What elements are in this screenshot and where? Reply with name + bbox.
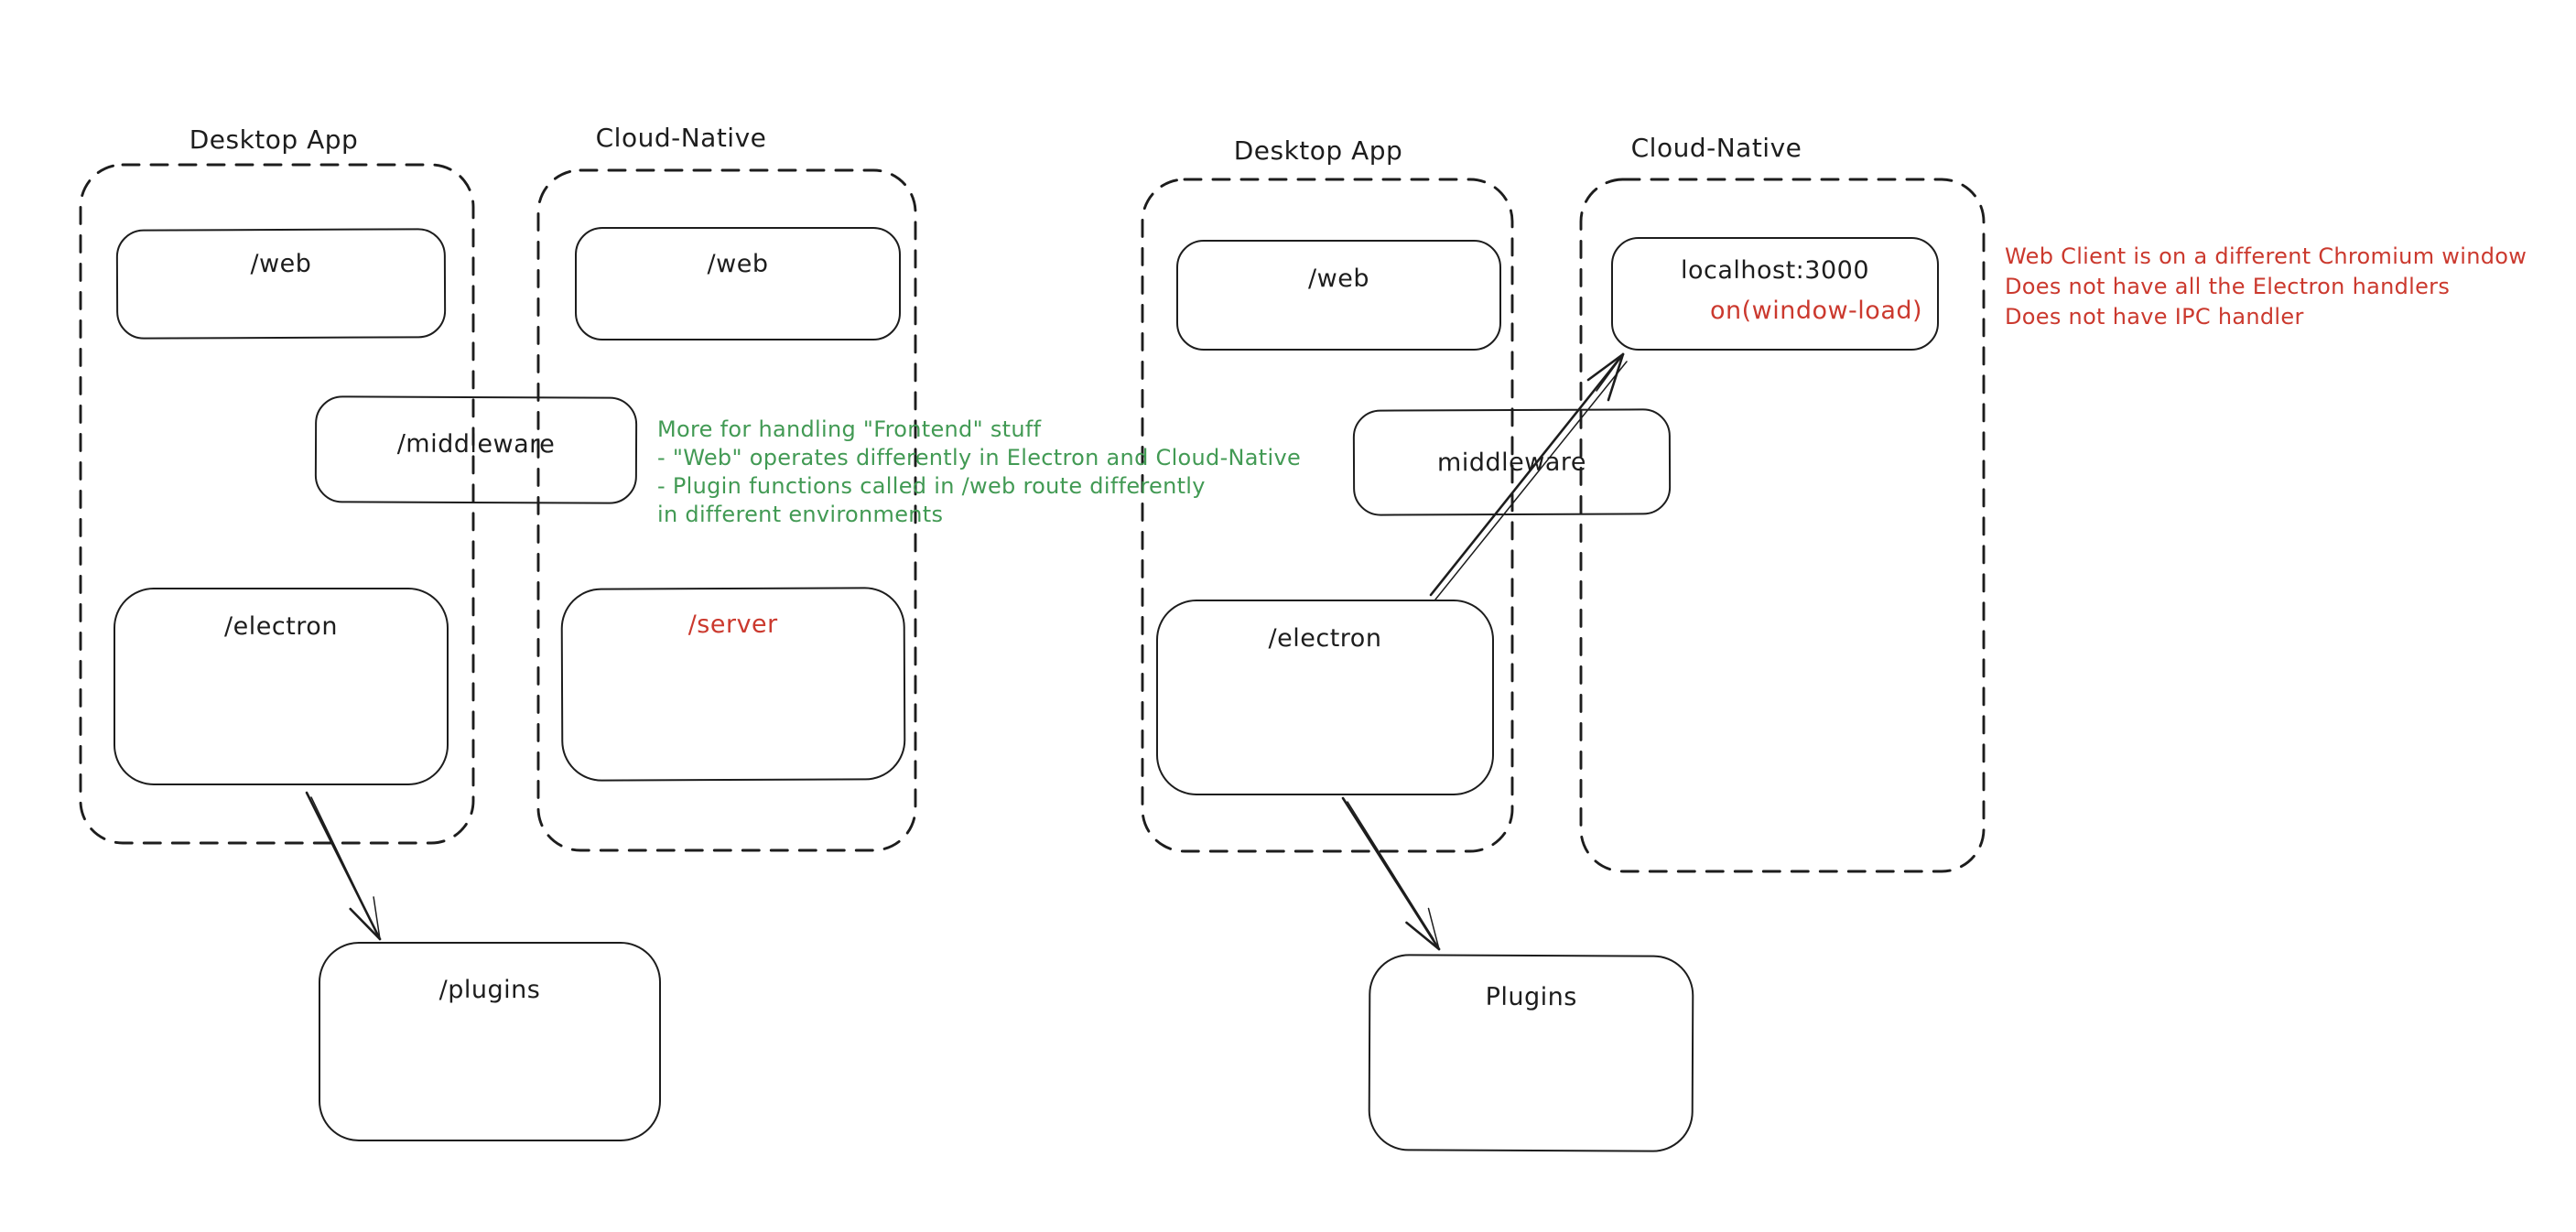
node-label: /web: [707, 250, 769, 278]
container-desktop-app-right: [1141, 178, 1514, 853]
node-middleware-left: /middleware: [314, 395, 638, 504]
node-label: /plugins: [438, 976, 541, 1004]
node-label: /web: [1308, 265, 1369, 293]
node-electron-right: /electron: [1156, 600, 1494, 795]
container-cloud-native-left: [536, 168, 917, 852]
container-desktop-app-left: [79, 163, 475, 845]
annotation-line: Web Client is on a different Chromium wi…: [2005, 243, 2527, 269]
node-label: localhost:3000: [1680, 256, 1869, 285]
annotation-line: Does not have IPC handler: [2005, 304, 2304, 330]
annotation-line: in different environments: [657, 502, 944, 527]
node-label: /electron: [224, 612, 338, 641]
group-title-desktop-app-right: Desktop App: [1233, 135, 1403, 166]
node-label: /web: [250, 249, 312, 279]
container-cloud-native-right: [1579, 178, 1986, 873]
node-label: Plugins: [1485, 982, 1577, 1012]
node-label: /server: [687, 610, 778, 640]
node-web-left-desktop: /web: [115, 228, 447, 340]
arrow-electron-to-plugins-left: [305, 791, 382, 941]
node-plugins-right: Plugins: [1368, 954, 1694, 1152]
arrow-electron-to-plugins-right: [1341, 796, 1441, 951]
node-plugins-left: /plugins: [319, 942, 661, 1141]
node-electron-left: /electron: [114, 588, 449, 785]
node-web-left-cloud: /web: [575, 227, 901, 340]
node-middleware-right: middleware: [1352, 408, 1672, 516]
node-label: middleware: [1436, 448, 1587, 478]
annotation-line: - "Web" operates differently in Electron…: [657, 445, 1302, 470]
node-localhost-3000: localhost:3000 on(window-load): [1611, 237, 1939, 351]
arrow-electron-to-localhost: [1429, 352, 1628, 600]
node-web-right-desktop: /web: [1176, 240, 1501, 351]
annotation-line: Does not have all the Electron handlers: [2005, 274, 2451, 299]
node-server: /server: [560, 587, 906, 782]
group-title-cloud-native-left: Cloud-Native: [595, 123, 767, 153]
group-title-desktop-app-left: Desktop App: [189, 124, 359, 155]
node-label: /electron: [1268, 624, 1382, 653]
node-sublabel-on-window-load: on(window-load): [1709, 297, 1923, 325]
annotation-line: - Plugin functions called in /web route …: [657, 473, 1206, 499]
group-title-cloud-native-right: Cloud-Native: [1630, 133, 1802, 163]
annotation-line: More for handling "Frontend" stuff: [657, 416, 1042, 442]
node-label: /middleware: [396, 429, 556, 459]
annotation-web-client-note: Web Client is on a different Chromium wi…: [2005, 242, 2527, 332]
annotation-middleware-note: More for handling "Frontend" stuff - "We…: [657, 416, 1301, 529]
